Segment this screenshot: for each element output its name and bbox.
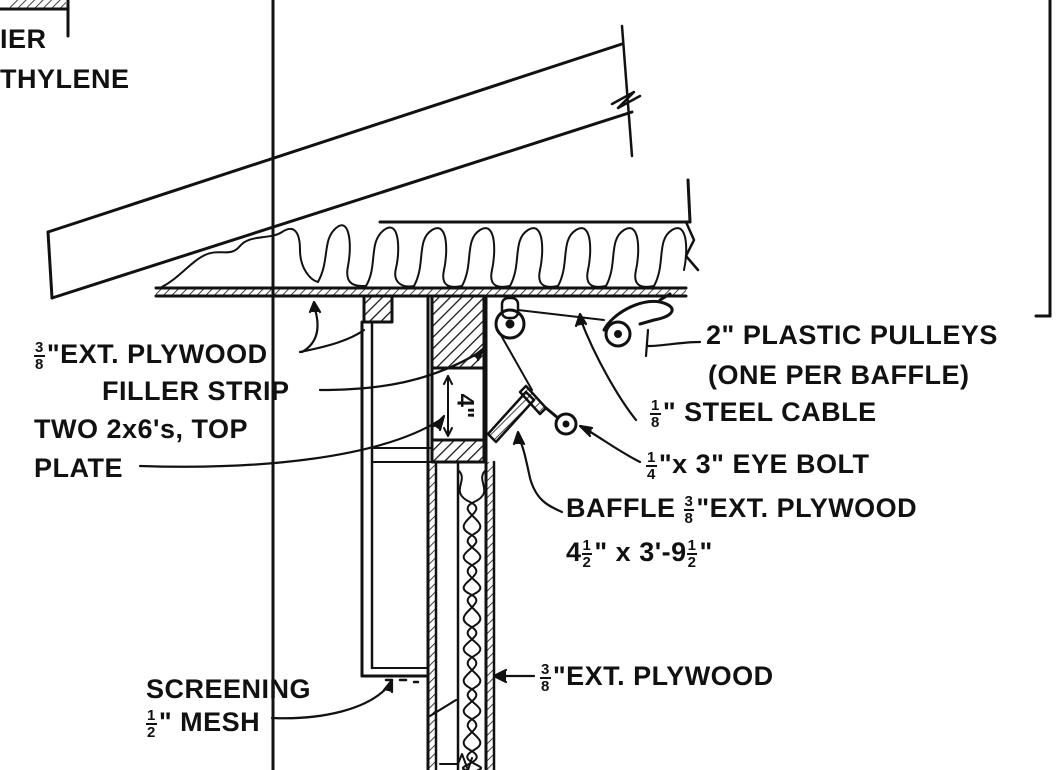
pulley-right <box>602 292 674 348</box>
filler-strip-block <box>362 294 394 324</box>
fraction: 1 2 <box>686 537 698 571</box>
screen-panel <box>360 320 433 684</box>
label-baffle: BAFFLE 3 8 "EXT. PLYWOOD <box>566 493 918 527</box>
label-two-2x6-plate: PLATE <box>34 453 123 483</box>
label-steel-cable: 1 8 " STEEL CABLE <box>650 397 877 431</box>
label-two-2x6-top: TWO 2x6's, TOP <box>34 414 248 444</box>
steel-cable <box>497 309 605 391</box>
label-plywood-roof: 3 8 "EXT. PLYWOOD <box>34 339 268 373</box>
label-baffle-size: 4 1 2 " x 3'-9 1 2 " <box>566 537 713 571</box>
leader-lines <box>138 300 702 720</box>
fraction: 1 4 <box>646 449 657 483</box>
fraction: 1 2 <box>581 537 593 571</box>
dimension-four-label: 4" <box>451 393 479 419</box>
top-left-fragment <box>0 0 70 38</box>
fraction: 1 2 <box>146 707 157 741</box>
dimension-four <box>443 375 453 437</box>
label-one-per-baffle: (ONE PER BAFFLE) <box>708 360 970 390</box>
fraction: 3 8 <box>683 493 695 527</box>
baffle <box>486 390 536 444</box>
ceiling-plywood <box>154 286 688 298</box>
label-mesh: 1 2 " MESH <box>146 707 261 741</box>
label-eye-bolt: 1 4 "x 3" EYE BOLT <box>646 449 870 483</box>
label-filler-strip: FILLER STRIP <box>102 376 290 406</box>
label-screening: SCREENING <box>146 674 312 704</box>
label-fragment-top-1: IER <box>0 24 47 54</box>
ceiling-insulation <box>159 178 700 289</box>
label-fragment-top-2: THYLENE <box>0 64 130 94</box>
fraction: 3 8 <box>540 661 551 695</box>
right-border-fragment <box>1034 0 1052 318</box>
pulley-upper <box>494 296 526 340</box>
label-plastic-pulleys: 2" PLASTIC PULLEYS <box>706 320 998 350</box>
fraction: 1 8 <box>650 397 661 431</box>
label-plywood-wall: 3 8 "EXT. PLYWOOD <box>540 661 774 695</box>
rafter <box>46 24 642 300</box>
fraction: 3 8 <box>34 339 45 373</box>
